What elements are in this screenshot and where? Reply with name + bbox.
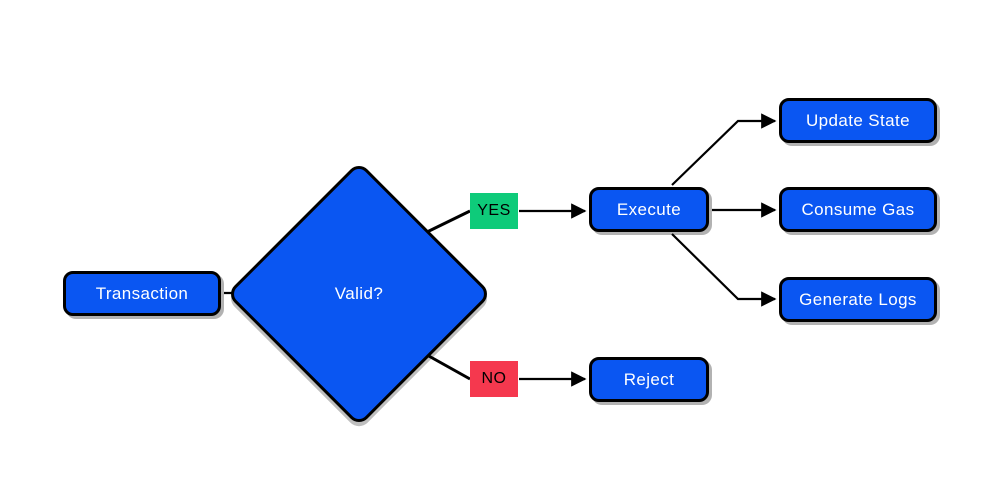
node-update-state[interactable]: Update State	[779, 98, 937, 143]
node-reject-label: Reject	[623, 370, 675, 389]
node-consume-gas[interactable]: Consume Gas	[779, 187, 937, 232]
edge-label-no-text: NO	[481, 370, 507, 387]
node-transaction[interactable]: Transaction	[63, 271, 221, 316]
edge-execute-to-generate-logs	[671, 233, 777, 307]
node-generate-logs[interactable]: Generate Logs	[779, 277, 937, 322]
edge-label-no: NO	[470, 361, 518, 397]
node-transaction-label: Transaction	[95, 284, 189, 303]
node-consume-gas-label: Consume Gas	[801, 200, 915, 219]
node-reject[interactable]: Reject	[589, 357, 709, 402]
edge-execute-to-update-state	[671, 113, 777, 186]
edge-label-yes-text: YES	[477, 202, 511, 219]
node-generate-logs-label: Generate Logs	[799, 290, 917, 309]
node-execute-label: Execute	[616, 200, 682, 219]
node-execute[interactable]: Execute	[589, 187, 709, 232]
node-valid-decision[interactable]: Valid?	[226, 161, 492, 427]
node-update-state-label: Update State	[805, 111, 911, 130]
edge-label-yes: YES	[470, 193, 518, 229]
node-valid-label: Valid?	[334, 284, 384, 303]
